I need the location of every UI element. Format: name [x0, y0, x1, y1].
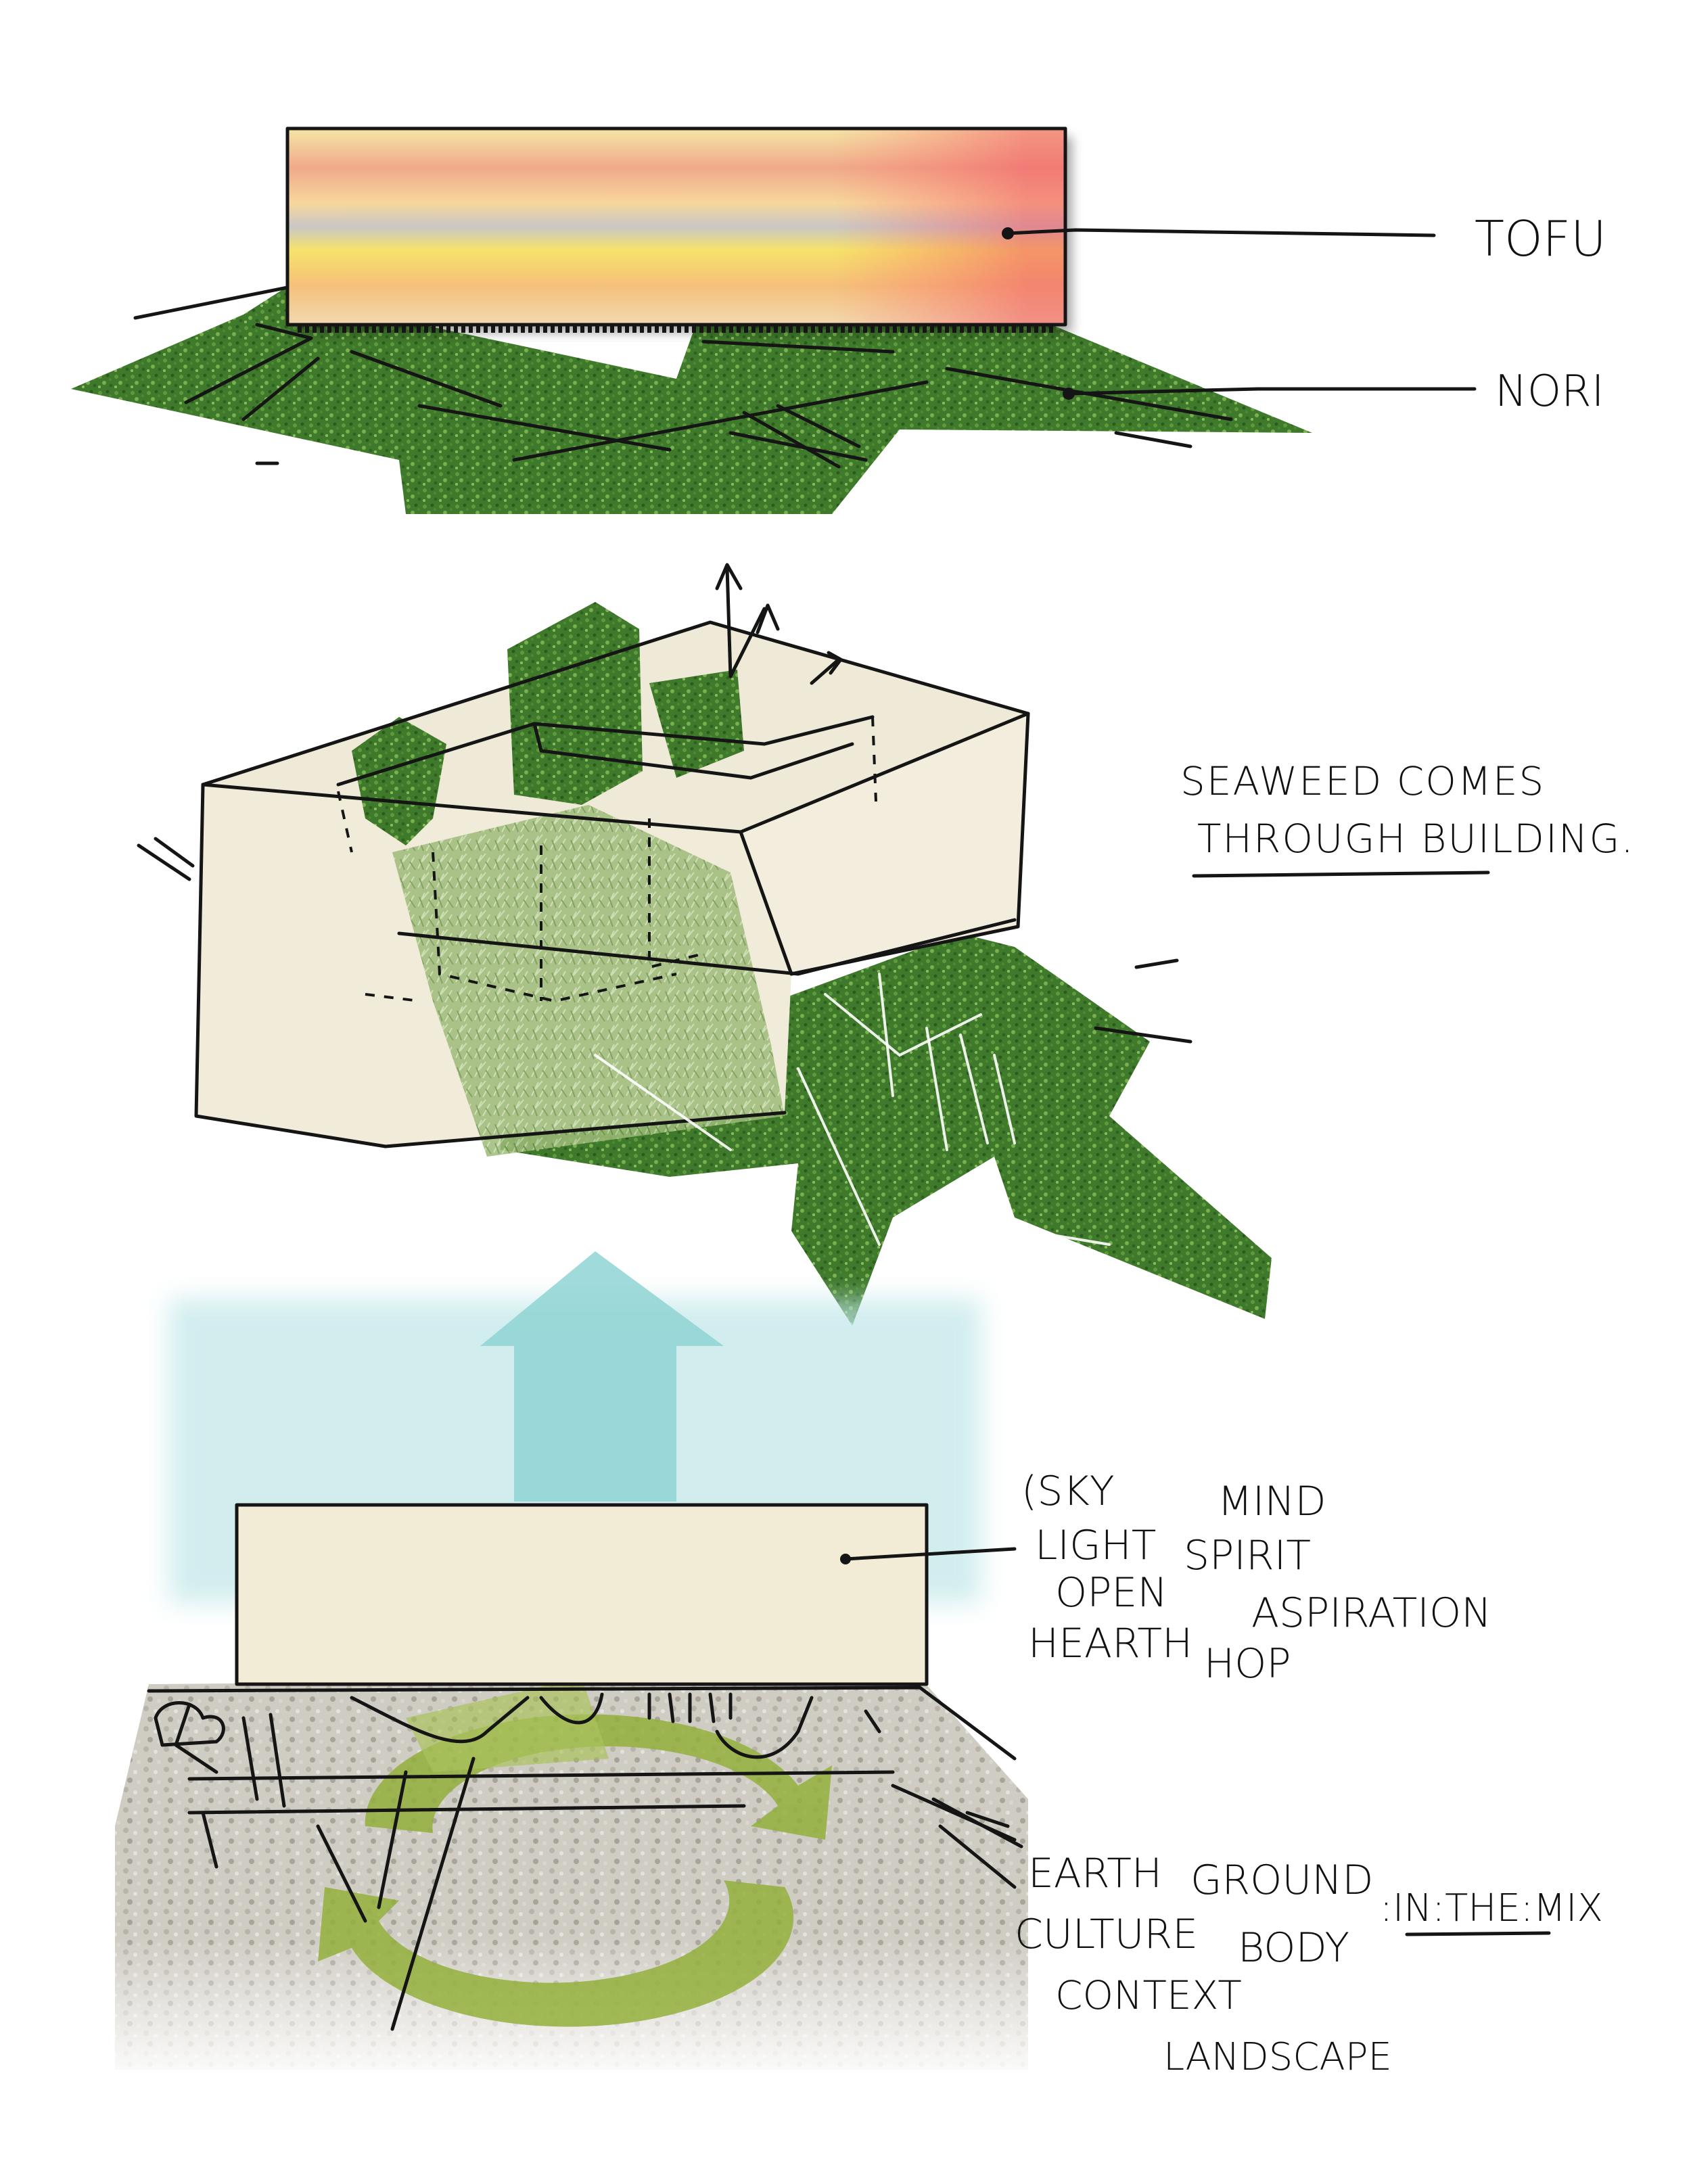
seaweed-shoot-right [649, 670, 744, 778]
up-arrow [480, 1251, 724, 1502]
seaweed-shoot-left [352, 717, 446, 845]
sky-word-hop: HOP [1204, 1640, 1291, 1688]
earth-leader [938, 1824, 1017, 1889]
sky-word-sky: (SKY [1021, 1468, 1115, 1515]
seaweed-through-building [392, 805, 785, 1157]
earth-word-earth: EARTH [1028, 1850, 1162, 1897]
building-section: SEAWEED COMES THROUGH BUILDING. [137, 563, 1635, 1326]
sky-earth-section: (SKY LIGHT OPEN HEARTH MIND SPIRIT ASPIR… [101, 1251, 1603, 2083]
tofu-leader [1006, 228, 1436, 237]
sky-word-aspiration: ASPIRATION [1251, 1589, 1491, 1637]
nori-leader [1067, 387, 1477, 396]
cycle-arrows [318, 1677, 832, 2027]
seaweed-label-line1: SEAWEED COMES [1180, 758, 1545, 804]
sky-word-spirit: SPIRIT [1184, 1532, 1311, 1579]
earth-word-landscape: LANDSCAPE [1163, 2035, 1392, 2079]
sky-word-hearth: HEARTH [1028, 1620, 1192, 1667]
building-side-face [741, 714, 1028, 974]
nori-label: NORI [1495, 367, 1604, 417]
earth-word-ground: GROUND [1190, 1857, 1373, 1904]
sky-leader [843, 1547, 1017, 1561]
sky-word-open: OPEN [1055, 1569, 1167, 1617]
seaweed-shoot-middle [507, 602, 643, 805]
earth-word-body: BODY [1238, 1924, 1349, 1972]
sky-word-mind: MIND [1218, 1478, 1326, 1525]
earth-word-culture: CULTURE [1015, 1911, 1198, 1958]
sky-block [237, 1505, 927, 1684]
earth-word-context: CONTEXT [1055, 1972, 1242, 2018]
tofu-label: TOFU [1475, 210, 1606, 267]
nori-sketch-lines [184, 323, 1233, 469]
sky-word-light: LIGHT [1035, 1522, 1156, 1569]
seaweed-label-line2: THROUGH BUILDING. [1197, 816, 1635, 862]
in-the-mix-underline [1405, 1931, 1551, 1936]
in-the-mix-label: :IN:THE:MIX [1380, 1886, 1603, 1930]
tofu-nori-section: TOFU NORI [71, 126, 1606, 514]
seaweed-label-underline [1192, 870, 1490, 878]
